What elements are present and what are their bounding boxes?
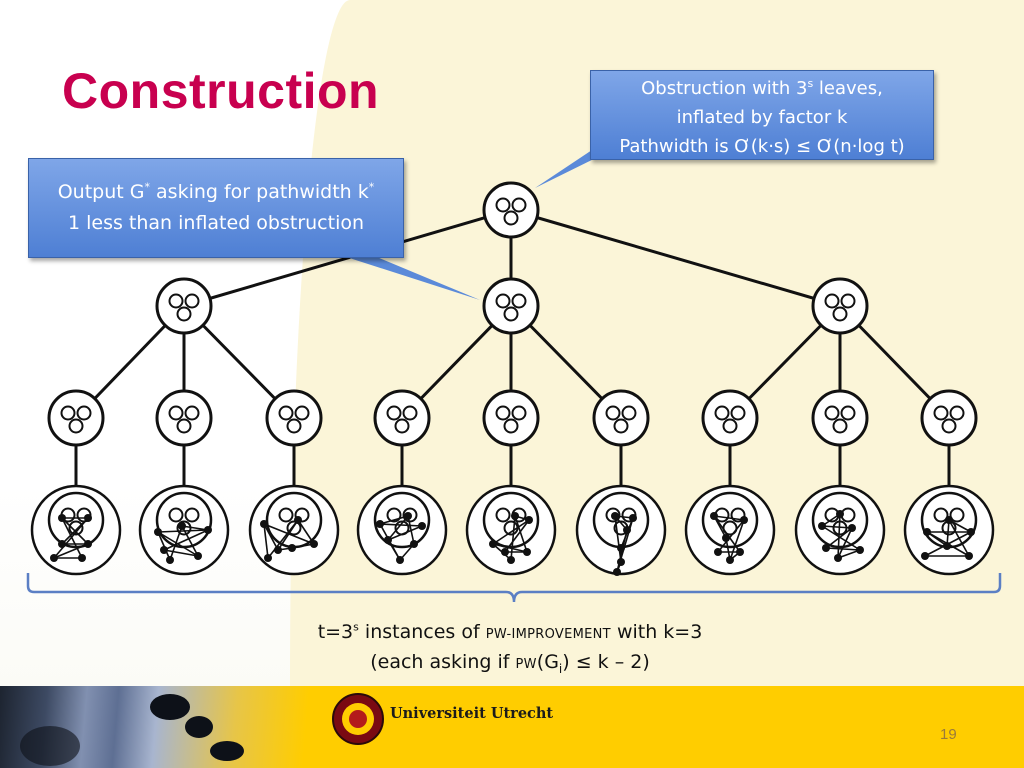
tree-node-root [482, 181, 540, 239]
page-number: 19 [940, 726, 957, 743]
tree-edge-root-2 [510, 208, 841, 308]
tree-node-leaf-0 [47, 389, 105, 447]
instance-graph-0 [30, 484, 122, 576]
instances-bracket [26, 573, 1002, 603]
instance-graph-6 [684, 484, 776, 576]
tree-node-mid-1 [482, 277, 540, 335]
footer-bar: Universiteit Utrecht 19 [0, 686, 1024, 768]
callout-obstruction: Obstruction with 3s leaves, inflated by … [590, 70, 934, 160]
footer-photo [0, 686, 390, 768]
instance-graph-2 [248, 484, 340, 576]
callout-output-pointer [340, 255, 480, 300]
tree-node-leaf-2 [265, 389, 323, 447]
instance-graph-4 [465, 484, 557, 576]
instance-graph-3 [356, 484, 448, 576]
tree-node-mid-2 [811, 277, 869, 335]
instance-graph-8 [903, 484, 995, 576]
tree-edges [74, 208, 951, 530]
tree-node-leaf-8 [920, 389, 978, 447]
tree-node-leaf-6 [701, 389, 759, 447]
tree-node-leaf-3 [373, 389, 431, 447]
tree-node-leaf-4 [482, 389, 540, 447]
tree-node-leaf-5 [592, 389, 650, 447]
slide-background-left [0, 0, 300, 690]
university-name: Universiteit Utrecht [390, 705, 554, 722]
instances-condition: (each asking if PW(Gi) ≤ k – 2) [370, 651, 650, 676]
tree-node-mid-0 [155, 277, 213, 335]
tree-nodes [47, 181, 978, 447]
tree-node-leaf-1 [155, 389, 213, 447]
instance-graph-1 [138, 484, 230, 576]
instance-graphs [30, 484, 995, 576]
instance-graph-7 [794, 484, 886, 576]
callout-output: Output G* asking for pathwidth k* 1 less… [28, 158, 404, 258]
tree-edge-root-0 [183, 208, 512, 308]
tree-node-leaf-7 [811, 389, 869, 447]
slide-title: Construction [62, 63, 380, 119]
instances-caption: t=3s instances of PW-IMPROVEMENT with k=… [317, 620, 703, 643]
tree-diagram [26, 150, 1002, 603]
instance-graph-5 [575, 484, 667, 576]
university-seal-icon [332, 693, 384, 745]
